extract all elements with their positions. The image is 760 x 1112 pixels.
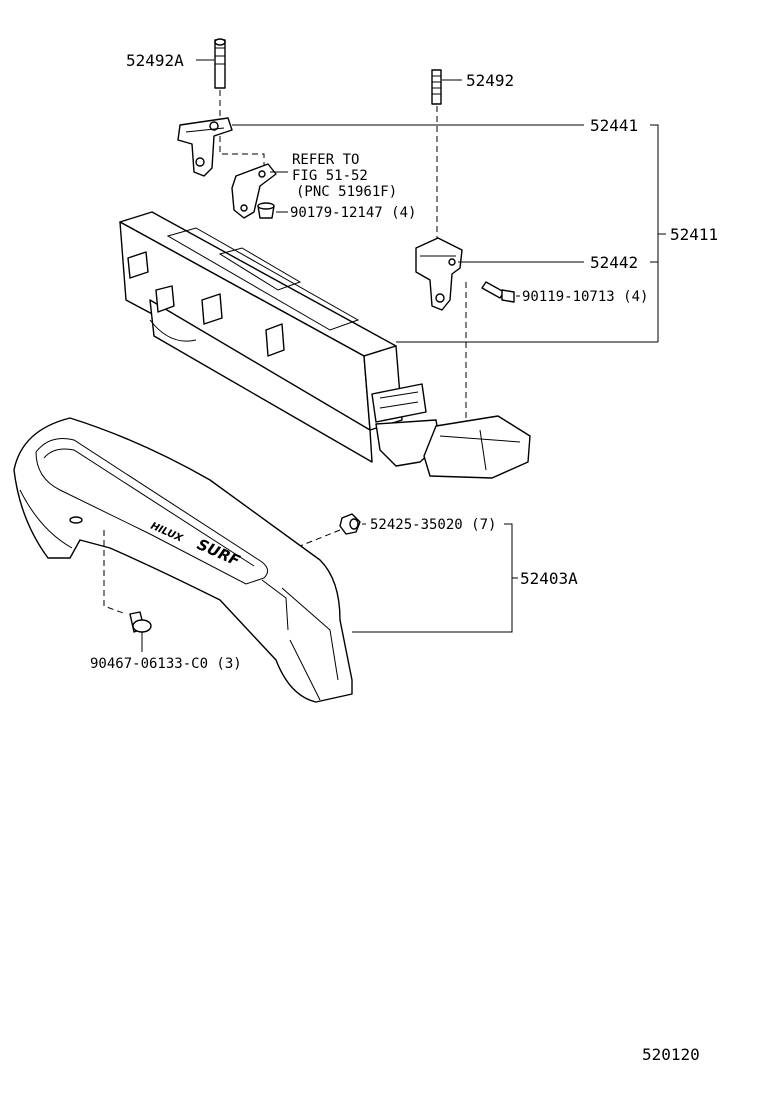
bolt-90119 — [481, 281, 515, 303]
bracket-52441 — [177, 117, 233, 177]
bumper-cover — [13, 417, 353, 703]
label-90179: 90179-12147 (4) — [290, 205, 416, 221]
label-refer-line3: (PNC 51961F) — [296, 184, 397, 200]
group-bracket-52403a — [352, 523, 513, 633]
bolt-52492a — [214, 38, 226, 89]
dash-52425 — [299, 529, 341, 547]
clip-52425 — [339, 513, 361, 535]
label-90467: 90467-06133-C0 (3) — [90, 656, 242, 672]
label-52442: 52442 — [590, 253, 638, 272]
label-52492: 52492 — [466, 71, 514, 90]
dash-bracket-connect — [219, 136, 265, 166]
dash-90467 — [103, 530, 127, 615]
bumper-reinforcement — [119, 211, 531, 479]
label-52441: 52441 — [590, 116, 638, 135]
bracket-52442 — [415, 237, 463, 311]
label-52411: 52411 — [670, 225, 718, 244]
label-refer-line1: REFER TO — [292, 152, 359, 168]
label-52403a: 52403A — [520, 569, 578, 588]
group-bracket-52411 — [650, 124, 659, 342]
nut-90179 — [257, 202, 275, 219]
label-90119: 90119-10713 (4) — [522, 289, 648, 305]
bracket-refer-fig-51-52 — [231, 163, 277, 219]
bolt-52492 — [431, 69, 442, 105]
label-52425: 52425-35020 (7) — [370, 517, 496, 533]
label-52492a: 52492A — [126, 51, 184, 70]
figure-number: 520120 — [642, 1045, 700, 1064]
label-refer-line2: FIG 51-52 — [292, 168, 368, 184]
rivet-90467 — [129, 611, 152, 633]
